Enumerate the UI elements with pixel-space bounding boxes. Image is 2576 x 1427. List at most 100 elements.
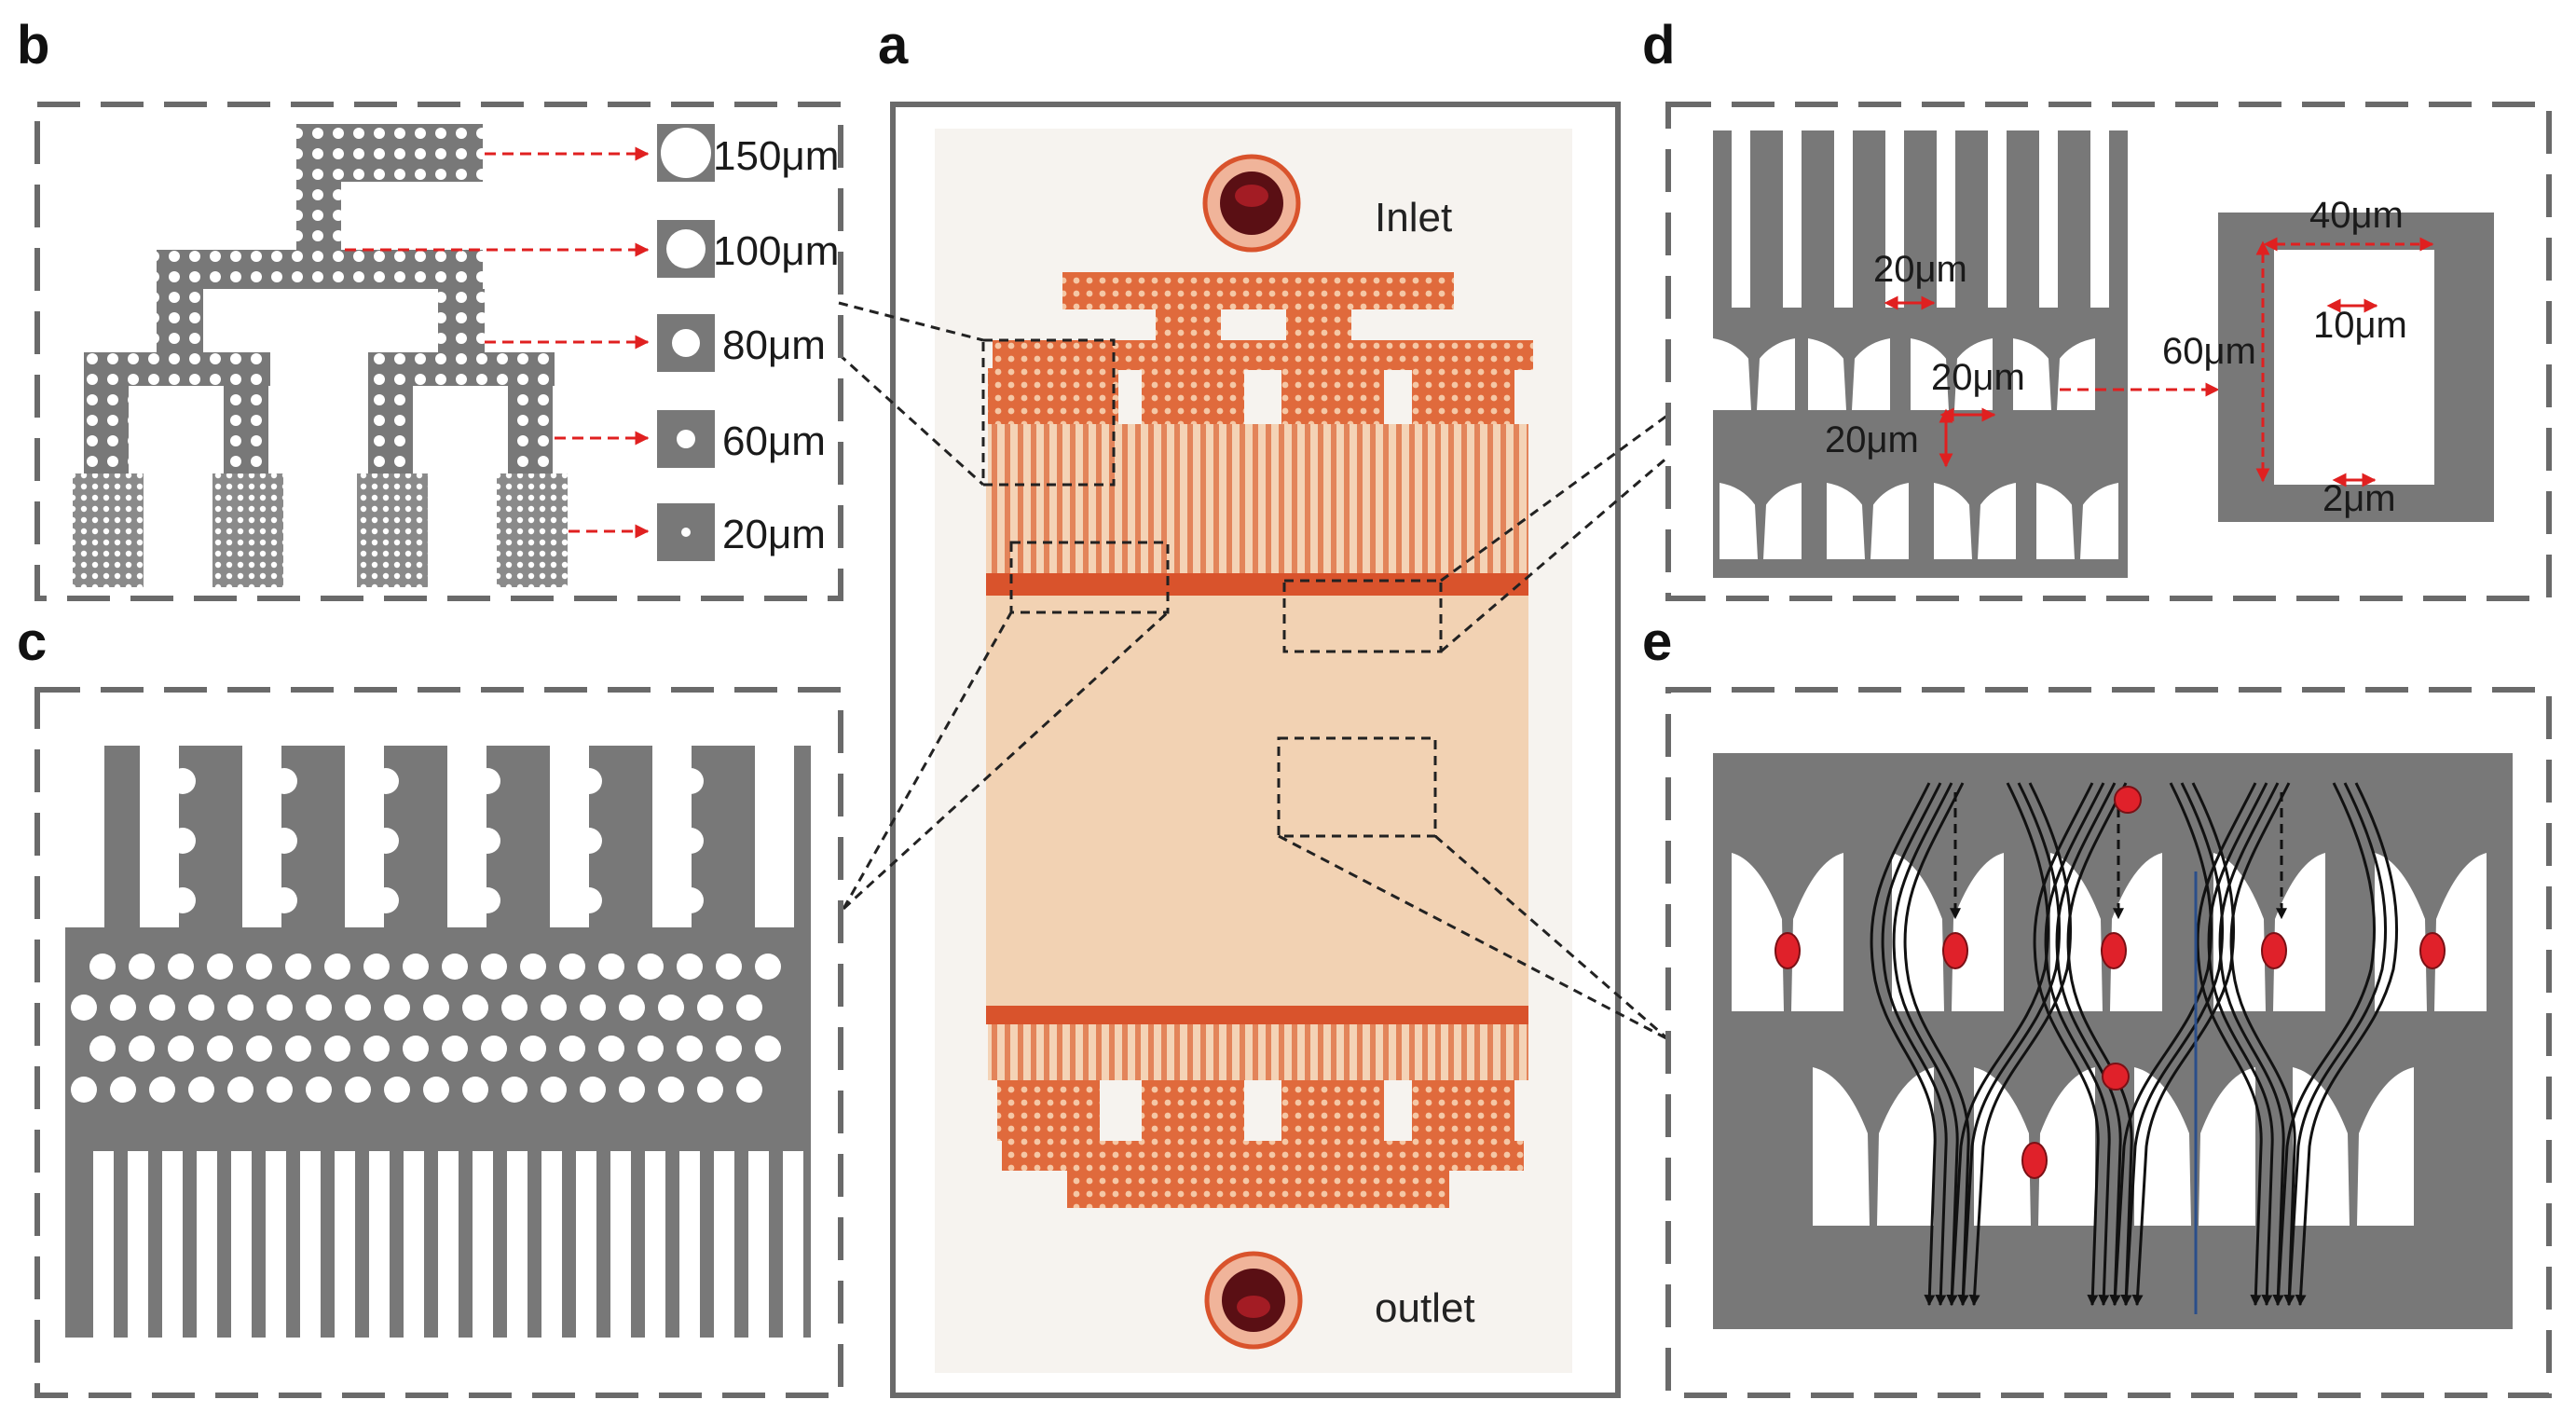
streamline	[1870, 782, 1937, 1307]
trapped-cell	[1942, 932, 1968, 969]
outlet-finger	[128, 1151, 148, 1338]
pillar-hole	[170, 768, 196, 794]
upper-red-strip	[986, 573, 1528, 596]
trap-cup	[1713, 331, 1795, 410]
outlet-finger	[507, 1151, 528, 1338]
pillar-hole	[227, 1077, 253, 1103]
gap-label-2: 20μm	[1931, 357, 2025, 398]
pillar-hole	[271, 828, 297, 854]
pillar-hole	[619, 995, 645, 1021]
outlet-finger	[300, 1151, 321, 1338]
streamline	[2207, 782, 2274, 1307]
pillar-hole	[423, 1077, 449, 1103]
panel-b-frame	[34, 102, 843, 601]
gap-label-1: 20μm	[1873, 249, 1967, 290]
pillar-hole	[678, 828, 704, 854]
pillar-hole	[576, 828, 602, 854]
outlet-finger	[438, 1151, 459, 1338]
trap-cup	[1732, 844, 1843, 1011]
pillar-hole	[423, 995, 449, 1021]
zoom-box-d	[1282, 579, 1443, 653]
pillar-hole	[580, 995, 606, 1021]
trap-cup	[1934, 475, 2016, 559]
pillar-hole	[306, 1077, 332, 1103]
outlet-finger	[335, 1151, 355, 1338]
pillar-hole	[207, 1036, 233, 1062]
streamline	[2033, 782, 2100, 1307]
pillar-hole	[246, 954, 272, 980]
zoom-box-b	[981, 338, 1116, 487]
streamline	[2109, 782, 2213, 1307]
outlet-finger	[679, 1151, 700, 1338]
pillar-hole	[373, 828, 399, 854]
pillar-hole	[474, 828, 500, 854]
gap-label-3: 20μm	[1825, 419, 1919, 460]
outlet-finger	[473, 1151, 493, 1338]
zoom-box-e	[1277, 736, 1437, 838]
trap-cup	[1911, 331, 1993, 410]
pillar-hole	[697, 1077, 723, 1103]
pillar-hole	[306, 995, 332, 1021]
panel-d: 20μm 20μm 20μm 40μm 60μm 10μm 2μm	[1665, 102, 2552, 601]
pillar-hole	[384, 995, 410, 1021]
inlet-port	[1202, 154, 1301, 253]
panel-letter-e: e	[1642, 611, 1672, 672]
bottom-collection-tree	[988, 1024, 1528, 1208]
free-cell	[2114, 786, 2142, 814]
trap-cup	[1813, 1058, 1934, 1226]
trap-cup	[2013, 331, 2095, 410]
trap-cup	[1720, 475, 1802, 559]
panel-e	[1665, 687, 2552, 1398]
pillar-hole	[580, 1077, 606, 1103]
outlet-finger	[93, 1151, 114, 1338]
pillar-hole	[559, 1036, 585, 1062]
pillar-hole	[149, 995, 175, 1021]
panel-letter-a: a	[878, 15, 909, 75]
pillar-hole	[170, 828, 196, 854]
pillar-hole	[678, 887, 704, 913]
pillar-hole	[345, 995, 371, 1021]
pillar-size-squares	[657, 124, 715, 561]
panel-a-frame	[890, 102, 1621, 1398]
pillar-hole	[559, 954, 585, 980]
pillar-hole	[697, 995, 723, 1021]
trap-cup	[1974, 1058, 2095, 1226]
pillar-hole	[129, 954, 155, 980]
pillar-hole	[755, 954, 781, 980]
outlet-finger	[404, 1151, 424, 1338]
streamline	[1881, 782, 1948, 1307]
trap-height-label: 60μm	[2162, 331, 2256, 372]
size-label-80: 80μm	[722, 322, 826, 368]
pillar-hole	[501, 1077, 528, 1103]
trapped-cell	[2101, 932, 2127, 969]
panel-a: Inlet	[890, 102, 1621, 1398]
trapped-cell	[2419, 932, 2446, 969]
inlet-slot	[1834, 130, 1853, 308]
pillar-hole	[736, 1077, 762, 1103]
pillar-hole	[598, 1036, 624, 1062]
trap-array-schematic	[1713, 130, 2128, 578]
pillar-hole	[271, 768, 297, 794]
pillar-hole	[227, 995, 253, 1021]
pillar-hole	[677, 1036, 703, 1062]
outlet-finger	[197, 1151, 217, 1338]
pillar-hole	[541, 1077, 567, 1103]
inlet-slot	[1732, 130, 1750, 308]
outlet-label: outlet	[1375, 1285, 1475, 1331]
trap-cup	[1827, 475, 1909, 559]
panel-c	[34, 687, 843, 1398]
streamline	[1892, 782, 1959, 1307]
trap-cup	[2036, 475, 2118, 559]
pillar-hole	[576, 887, 602, 913]
streamline	[1957, 782, 2062, 1307]
inlet-slot	[1988, 130, 2007, 308]
pillar-hole	[363, 1036, 390, 1062]
channel-slot	[755, 746, 794, 927]
pillar-hole	[71, 995, 97, 1021]
streamline	[2218, 782, 2285, 1307]
flow-schematic-bg	[1713, 753, 2513, 1329]
outlet-finger	[748, 1151, 769, 1338]
size-label-20: 20μm	[722, 512, 826, 557]
panel-c-frame	[34, 687, 843, 1398]
pillar-hole	[271, 887, 297, 913]
